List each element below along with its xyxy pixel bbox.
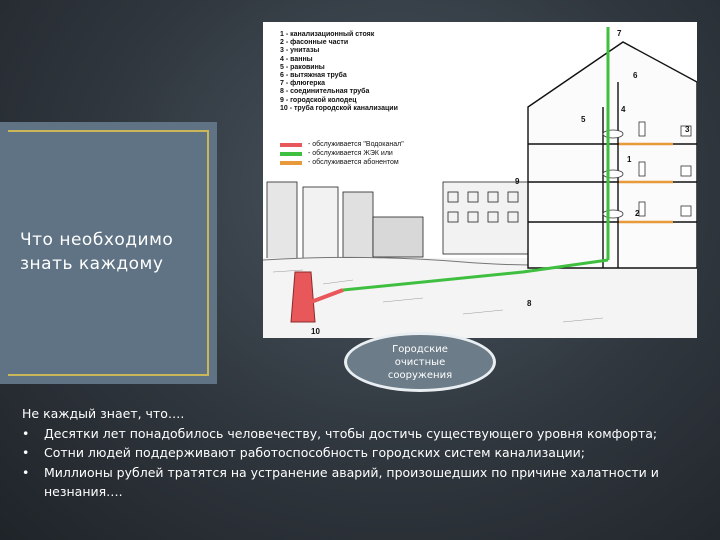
diagram-num-4: 4 [621,105,626,114]
diagram-num-10: 10 [311,327,320,336]
body-text: Не каждый знает, что…. Десятки лет понад… [22,404,712,502]
legend-item: 7 - флюгерка [280,80,325,88]
title-panel [0,122,217,384]
color-key: - обслуживается "Водоканал" - обслуживае… [280,140,404,167]
slide-title: Что необходимо знать каждому [20,230,174,274]
body-intro: Не каждый знает, что…. [22,406,185,421]
diagram-num-9: 9 [515,177,520,186]
callout-label: Городские очистные сооружения [387,343,453,381]
title-frame [8,130,209,376]
color-key-row: - обслуживается ЖЭК или [280,149,404,158]
house-cutaway [527,41,697,269]
green-swatch [280,151,302,156]
bullet-list: Десятки лет понадобилось человечеству, ч… [22,424,712,502]
legend-item: 10 - труба городской канализации [280,104,398,112]
color-key-row: - обслуживается "Водоканал" [280,140,404,149]
bullet-item: Десятки лет понадобилось человечеству, ч… [22,424,712,444]
red-swatch [280,142,302,147]
diagram-num-1: 1 [627,155,632,164]
bullet-item: Сотни людей поддерживают работоспособнос… [22,443,712,463]
legend-item: 4 - ванны [280,55,313,63]
legend-item: 1 - канализационный стояк [280,31,375,38]
legend-item: 3 - унитазы [280,47,320,55]
color-key-label: - обслуживается ЖЭК или [308,150,393,157]
background-buildings [266,181,534,263]
diagram-num-3: 3 [685,125,690,134]
diagram-num-7: 7 [617,29,622,38]
diagram-num-6: 6 [633,71,638,80]
diagram-num-8: 8 [527,299,532,308]
color-key-label: - обслуживается "Водоканал" [308,141,404,148]
treatment-plant-callout: Городские очистные сооружения [344,332,496,392]
diagram-num-5: 5 [581,115,586,124]
bullet-item: Миллионы рублей тратятся на устранение а… [22,463,712,502]
color-key-label: - обслуживается абонентом [308,159,399,166]
diagram-drawing: 7 6 4 5 3 1 2 8 9 10 [263,27,697,338]
diagram-num-2: 2 [635,209,640,218]
orange-swatch [280,160,302,165]
legend-item: 9 - городской колодец [280,96,357,104]
legend-item: 5 - раковины [280,63,325,71]
legend-item: 8 - соединительная труба [280,88,370,96]
legend-item: 2 - фасонные части [280,39,349,47]
diagram-legend: 1 - канализационный стояк 2 - фасонные ч… [280,31,398,113]
color-key-row: - обслуживается абонентом [280,158,404,167]
sewer-diagram: 7 6 4 5 3 1 2 8 9 10 1 - канализационный… [263,22,697,338]
legend-item: 6 - вытяжная труба [280,72,347,80]
